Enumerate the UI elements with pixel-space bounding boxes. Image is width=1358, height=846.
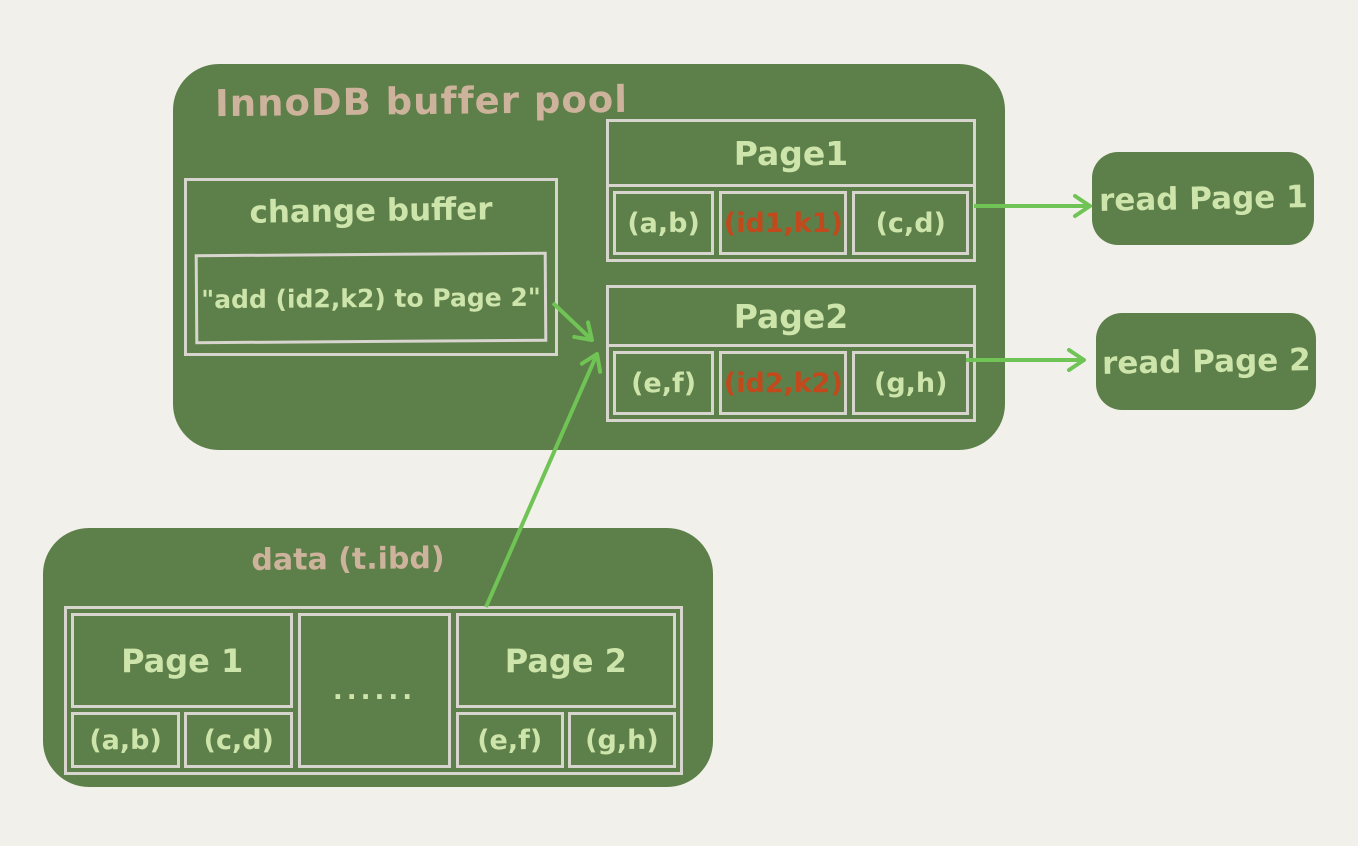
read-page2-label: read Page 2 (1101, 341, 1311, 382)
data-page1-cell-ab: (a,b) (71, 712, 181, 768)
read-page1-box: read Page 1 (1092, 152, 1314, 245)
data-page2-title: Page 2 (455, 613, 677, 709)
buffer-page1-row: (a,b) (id1,k1) (c,d) (609, 187, 973, 259)
innodb-buffer-pool-box: InnoDB buffer pool change buffer "add (i… (173, 64, 1005, 450)
change-buffer-box: change buffer "add (id2,k2) to Page 2" (184, 178, 558, 356)
buffer-page1-cell-id1k1: (id1,k1) (719, 191, 848, 255)
data-page2-cell-ef: (e,f) (455, 712, 564, 768)
buffer-page2-cell-id2k2: (id2,k2) (719, 351, 848, 415)
data-page2-row: (e,f) (g,h) (455, 712, 677, 768)
data-page1-group: Page 1 (a,b) (c,d) (71, 613, 294, 768)
innodb-buffer-pool-title: InnoDB buffer pool (214, 77, 629, 126)
change-buffer-entry: "add (id2,k2) to Page 2" (194, 251, 548, 345)
data-page1-cell-cd: (c,d) (184, 712, 294, 768)
data-file-title: data (t.ibd) (251, 540, 445, 579)
data-page1-row: (a,b) (c,d) (71, 712, 294, 768)
buffer-page1-cell-cd: (c,d) (852, 191, 970, 255)
data-page2-cell-gh: (g,h) (567, 712, 677, 768)
read-page1-label: read Page 1 (1098, 178, 1308, 219)
buffer-page2-cell-ef: (e,f) (613, 351, 715, 415)
read-page2-box: read Page 2 (1096, 313, 1316, 410)
buffer-page2-row: (e,f) (id2,k2) (g,h) (609, 347, 973, 419)
data-ellipsis-cell: ...... (298, 613, 451, 768)
buffer-page1-cell-ab: (a,b) (613, 191, 715, 255)
buffer-page2-title: Page2 (609, 288, 973, 347)
buffer-page1-table: Page1 (a,b) (id1,k1) (c,d) (606, 119, 976, 262)
buffer-page2-table: Page2 (e,f) (id2,k2) (g,h) (606, 285, 976, 422)
change-buffer-title: change buffer (249, 191, 493, 231)
data-page2-group: Page 2 (e,f) (g,h) (455, 613, 677, 768)
data-file-table: Page 1 (a,b) (c,d) ...... Page 2 (e,f) (… (64, 606, 683, 775)
data-file-box: data (t.ibd) Page 1 (a,b) (c,d) ...... P… (43, 528, 713, 787)
data-page1-title: Page 1 (71, 613, 294, 709)
buffer-page1-title: Page1 (609, 122, 973, 187)
buffer-page2-cell-gh: (g,h) (852, 351, 970, 415)
